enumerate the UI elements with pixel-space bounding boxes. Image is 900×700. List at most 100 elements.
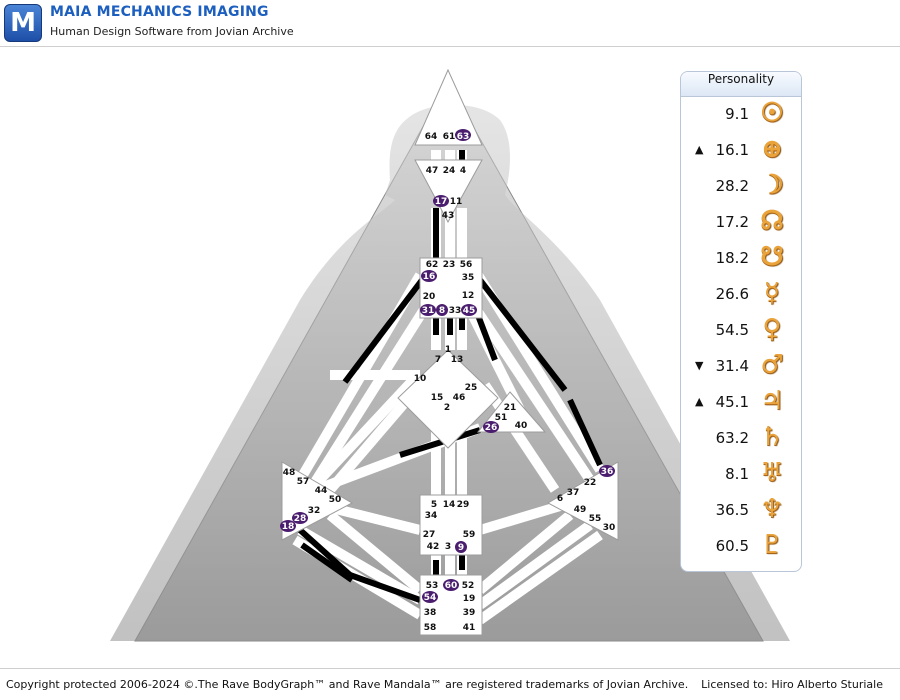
gate-line-value: 45.1 (715, 393, 749, 411)
svg-text:3: 3 (445, 542, 451, 552)
gate-line-value: 63.2 (715, 429, 749, 447)
svg-text:13: 13 (451, 355, 464, 365)
app-title: MAIA MECHANICS IMAGING (50, 4, 269, 20)
svg-text:25: 25 (465, 383, 478, 393)
svg-text:63: 63 (457, 132, 470, 142)
svg-text:62: 62 (426, 260, 439, 270)
gate-line-value: 60.5 (715, 537, 749, 555)
svg-text:53: 53 (426, 581, 439, 591)
svg-text:27: 27 (423, 530, 436, 540)
svg-text:52: 52 (462, 581, 475, 591)
svg-text:9: 9 (458, 543, 464, 553)
svg-text:34: 34 (425, 511, 438, 521)
svg-text:22: 22 (584, 478, 597, 488)
svg-text:35: 35 (462, 273, 475, 283)
svg-text:39: 39 (463, 608, 476, 618)
gate-line-value: 9.1 (725, 105, 749, 123)
gate-line-value: 16.1 (715, 141, 749, 159)
panel-title: Personality (681, 72, 801, 97)
svg-text:8: 8 (439, 306, 445, 316)
svg-text:17: 17 (435, 197, 448, 207)
svg-text:6: 6 (557, 494, 563, 504)
mercury-icon: ☿ (764, 278, 780, 308)
svg-text:2: 2 (444, 403, 450, 413)
gate-line-value: 26.6 (715, 285, 749, 303)
planet-row[interactable]: 60.5 ♇ (681, 529, 801, 565)
svg-text:40: 40 (515, 421, 528, 431)
app-header: M MAIA MECHANICS IMAGING Human Design So… (0, 0, 900, 47)
saturn-icon: ♄ (760, 422, 784, 452)
planet-row[interactable]: ▲ 45.1 ♃ (681, 385, 801, 421)
pluto-icon: ♇ (760, 530, 784, 560)
gate-line-value: 54.5 (715, 321, 749, 339)
copyright-text: Copyright protected 2006-2024 ©.The Rave… (6, 678, 689, 691)
planet-row[interactable]: 18.2☋ (681, 241, 801, 277)
svg-text:32: 32 (308, 506, 321, 516)
svg-text:64: 64 (425, 132, 438, 142)
svg-text:11: 11 (450, 197, 463, 207)
svg-text:47: 47 (426, 166, 439, 176)
svg-text:51: 51 (495, 413, 508, 423)
planet-row[interactable]: 8.1 ♅ (681, 457, 801, 493)
sacral-center (419, 494, 483, 556)
planet-row[interactable]: 28.2☽ (681, 169, 801, 205)
svg-text:44: 44 (315, 486, 328, 496)
svg-text:1: 1 (445, 345, 451, 355)
svg-text:41: 41 (463, 623, 476, 633)
planet-row[interactable]: 36.5♆ (681, 493, 801, 529)
gate-line-value: 18.2 (715, 249, 749, 267)
gate-line-value: 8.1 (725, 465, 749, 483)
uranus-icon: ♅ (760, 458, 784, 488)
svg-text:33: 33 (449, 306, 462, 316)
svg-text:50: 50 (329, 495, 342, 505)
north-node-icon: ☊ (760, 206, 784, 236)
svg-text:48: 48 (283, 468, 296, 478)
svg-text:21: 21 (504, 403, 517, 413)
svg-text:10: 10 (414, 374, 427, 384)
moon-icon: ☽ (760, 170, 784, 200)
personality-panel: Personality 9.1☉▲16.1⊕28.2☽17.2☊18.2☋26.… (680, 71, 802, 572)
sun-icon: ☉ (760, 98, 784, 128)
activated-gates: 63 17 16 31 8 45 26 36 28 18 9 60 54 (280, 129, 615, 603)
g-center (397, 349, 499, 449)
planet-row[interactable]: 17.2☊ (681, 205, 801, 241)
svg-text:12: 12 (462, 291, 475, 301)
svg-text:46: 46 (453, 393, 466, 403)
svg-text:20: 20 (423, 292, 436, 302)
retrograde-marker: ▲ (695, 395, 704, 408)
planet-row[interactable]: ▲16.1⊕ (681, 133, 801, 169)
solar-plexus-center (546, 461, 619, 541)
jupiter-icon: ♃ (760, 386, 784, 416)
mars-icon: ♂ (760, 350, 784, 380)
planet-row[interactable]: 9.1 ☉ (681, 97, 801, 133)
svg-text:57: 57 (297, 477, 310, 487)
svg-text:23: 23 (443, 260, 456, 270)
planet-row[interactable]: 26.6 ☿ (681, 277, 801, 313)
svg-text:38: 38 (424, 608, 437, 618)
svg-text:37: 37 (567, 488, 580, 498)
svg-text:5: 5 (431, 500, 437, 510)
gate-line-value: 31.4 (715, 357, 749, 375)
app-subtitle: Human Design Software from Jovian Archiv… (50, 25, 294, 38)
license-text: Licensed to: Hiro Alberto Sturiale (701, 678, 883, 691)
svg-text:4: 4 (460, 166, 466, 176)
svg-text:36: 36 (601, 467, 614, 477)
planet-row[interactable]: 54.5♀ (681, 313, 801, 349)
gate-line-value: 36.5 (715, 501, 749, 519)
svg-text:19: 19 (463, 594, 476, 604)
svg-text:59: 59 (463, 530, 476, 540)
footer: Copyright protected 2006-2024 ©.The Rave… (0, 668, 900, 700)
svg-text:58: 58 (424, 623, 437, 633)
head-center (414, 68, 483, 146)
svg-text:61: 61 (443, 132, 456, 142)
planet-row[interactable]: 63.2 ♄ (681, 421, 801, 457)
svg-text:45: 45 (463, 306, 476, 316)
ajna-center (414, 159, 483, 224)
svg-text:29: 29 (457, 500, 470, 510)
svg-text:56: 56 (460, 260, 473, 270)
svg-text:28: 28 (294, 514, 307, 524)
retrograde-marker: ▲ (695, 143, 704, 156)
planet-row[interactable]: ▼31.4♂ (681, 349, 801, 385)
